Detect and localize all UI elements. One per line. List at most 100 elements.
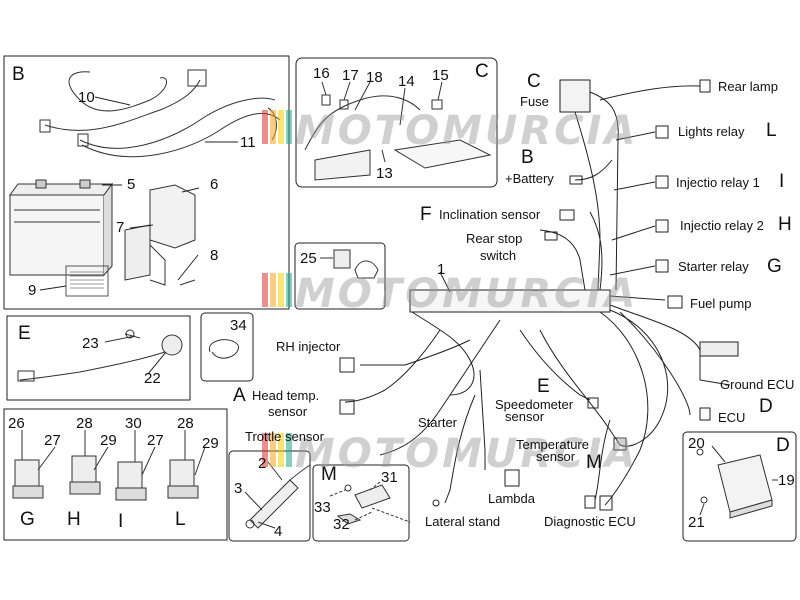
relay-drawings — [12, 430, 206, 501]
watermark-top: MOTOMURCIA — [295, 108, 639, 154]
callout-1: 1 — [437, 261, 446, 278]
callout-32: 32 — [333, 516, 350, 533]
callout-8: 8 — [210, 247, 219, 264]
panel-34-box — [200, 312, 254, 382]
callout-9: 9 — [28, 282, 37, 299]
label-starter: Starter — [418, 415, 458, 430]
label-lights-relay: Lights relay — [678, 124, 745, 139]
panel-relays-box — [3, 408, 228, 541]
callout-29b: 29 — [202, 435, 219, 452]
label-sticker — [65, 265, 109, 297]
label-fuel-pump: Fuel pump — [690, 296, 752, 311]
callout-28a: 28 — [76, 415, 93, 432]
watermark-bottom: MOTOMURCIA — [295, 431, 639, 477]
callout-21: 21 — [688, 514, 705, 531]
fuse-box-drawing — [304, 81, 492, 181]
label-ecu: ECU — [718, 410, 746, 425]
relay-letter-l: L — [175, 509, 186, 530]
relay-25-drawing — [320, 249, 379, 279]
harness-letter-l: L — [766, 120, 777, 141]
callout-29a: 29 — [100, 432, 117, 449]
label-speedometer-sensor: Speedometer — [495, 397, 574, 412]
harness-letter-h: H — [778, 214, 792, 235]
panel-e-box — [6, 315, 191, 401]
callout-34: 34 — [230, 317, 247, 334]
label-inclination-sensor: Inclination sensor — [439, 207, 541, 222]
label-rear-stop-switch-2: switch — [480, 248, 517, 263]
callout-20: 20 — [688, 435, 705, 452]
callout-10: 10 — [78, 89, 95, 106]
harness-letter-b: B — [521, 147, 534, 168]
label-ground-ecu: Ground ECU — [720, 377, 795, 392]
panel-b-letter: B — [12, 64, 25, 85]
label-injectio-relay-1: Injectio relay 1 — [676, 175, 760, 190]
callout-26: 26 — [8, 415, 25, 432]
harness-letter-e: E — [537, 376, 550, 397]
speedometer-sensor-drawing — [17, 329, 183, 382]
lateral-stand-switch-drawing — [329, 481, 411, 525]
callout-16: 16 — [313, 65, 330, 82]
callout-27b: 27 — [147, 432, 164, 449]
label-lateral-stand: Lateral stand — [425, 514, 501, 529]
relay-letter-h: H — [67, 509, 81, 530]
panel-b-box — [3, 55, 290, 310]
watermark-color-bars-bottom — [262, 433, 292, 467]
callout-27a: 27 — [44, 432, 61, 449]
callout-15: 15 — [432, 67, 449, 84]
callout-22: 22 — [144, 370, 161, 387]
relay-letter-g: G — [20, 509, 35, 530]
panel-d-box — [682, 431, 797, 542]
watermark-color-bars-top — [262, 110, 292, 144]
harness-letter-f: F — [420, 204, 432, 225]
label-head-temp-sensor: Head temp. — [252, 388, 320, 403]
harness-letter-i: I — [779, 171, 785, 192]
callout-23: 23 — [82, 335, 99, 352]
harness-letter-c: C — [527, 71, 541, 92]
clamp-drawing — [208, 339, 239, 359]
battery-holder-drawing — [124, 184, 196, 286]
callout-3: 3 — [234, 480, 243, 497]
label-temperature-sensor: Temperature — [516, 437, 589, 452]
label-rear-lamp: Rear lamp — [718, 79, 778, 94]
panel-e-letter: E — [18, 323, 31, 344]
relay-letter-i: I — [118, 511, 124, 532]
battery-drawing — [9, 179, 113, 276]
harness-letter-d: D — [759, 396, 773, 417]
panel-c-letter: C — [475, 61, 489, 82]
callout-18: 18 — [366, 69, 383, 86]
callout-4: 4 — [274, 523, 283, 540]
callout-17: 17 — [342, 67, 359, 84]
label-battery: +Battery — [505, 171, 554, 186]
callout-5: 5 — [127, 176, 136, 193]
callout-31: 31 — [381, 469, 398, 486]
callout-11: 11 — [240, 134, 256, 151]
label-temperature-sensor-2: sensor — [536, 449, 576, 464]
harness-letter-g: G — [767, 256, 782, 277]
label-rh-injector: RH injector — [276, 339, 341, 354]
panel-m-letter: M — [321, 464, 337, 485]
label-fuse: Fuse — [520, 94, 549, 109]
label-throttle-sensor: Trottle sensor — [245, 429, 324, 444]
callout-33: 33 — [314, 499, 331, 516]
callout-13: 13 — [376, 165, 393, 182]
callout-2: 2 — [258, 455, 267, 472]
callout-30: 30 — [125, 415, 142, 432]
label-rear-stop-switch: Rear stop — [466, 231, 523, 246]
label-speedometer-sensor-2: sensor — [505, 409, 545, 424]
panel-m-box — [312, 464, 410, 542]
callout-14: 14 — [398, 73, 415, 90]
callout-28b: 28 — [177, 415, 194, 432]
watermark-middle: MOTOMURCIA — [295, 271, 639, 317]
panel-d-letter: D — [776, 435, 790, 456]
throttle-sensor-drawing — [244, 461, 311, 529]
callout-7: 7 — [116, 219, 125, 236]
panel-throttle-box — [228, 450, 311, 542]
label-injectio-relay-2: Injectio relay 2 — [680, 218, 764, 233]
harness-letter-m: M — [586, 452, 602, 473]
harness-letter-a: A — [233, 385, 246, 406]
label-lambda: Lambda — [488, 491, 535, 506]
watermark-color-bars-middle — [262, 273, 292, 307]
callout-19: 19 — [778, 472, 795, 489]
